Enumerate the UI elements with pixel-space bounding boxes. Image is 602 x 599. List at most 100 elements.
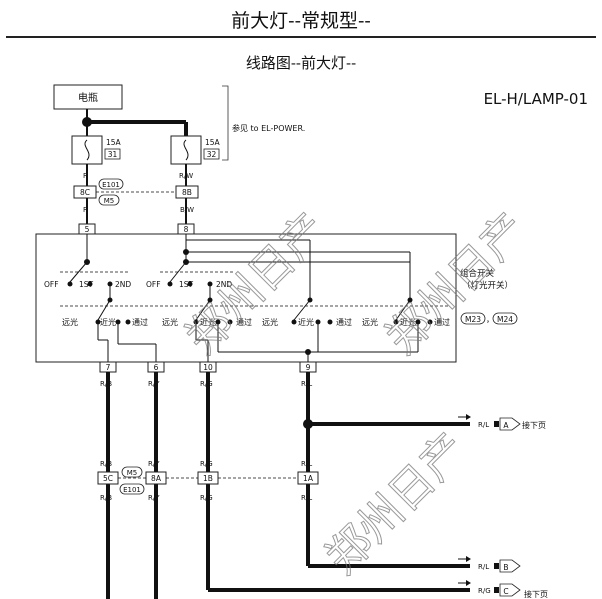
diagram-code: EL-H/LAMP-01 <box>483 90 588 108</box>
wire-label-rl-top: R/L <box>301 380 312 388</box>
wire-label-ry-top: R/Y <box>148 380 160 388</box>
wire-label-rg-top: R/G <box>200 380 213 388</box>
output-a: R/L A 接下页 <box>458 414 546 431</box>
switch-left-1st-contact <box>87 281 93 287</box>
beam4-high-label: 远光 <box>362 317 378 327</box>
switch-right-1st-contact <box>187 281 193 287</box>
output-a-flag <box>499 417 521 431</box>
connector-8a-label: 8A <box>151 474 162 483</box>
watermark-1: 郑州日产 <box>176 203 337 364</box>
wire-label-ry-bottom: R/Y <box>148 494 160 502</box>
output-c: R/G C 接下页 <box>458 580 548 599</box>
beam1-high-label: 远光 <box>62 317 78 327</box>
fuse-32-element <box>183 139 189 161</box>
switch-right-1st-label: 1ST <box>179 280 194 289</box>
wire-label-r-lower: R <box>83 206 88 214</box>
fuse-32-number: 32 <box>207 150 217 159</box>
switch-left-blade <box>69 261 88 283</box>
fuse-32-number-box <box>203 148 220 160</box>
connector-8c-label: 8C <box>80 188 90 197</box>
output-b-arrowhead <box>466 556 471 562</box>
beam-group-3: 远光 近光 通过 <box>262 297 352 327</box>
output-a-wire: R/L <box>478 421 489 429</box>
beam-group-1: 远光 近光 通过 <box>62 297 148 327</box>
wire-label-rl-bottom: R/L <box>301 494 312 502</box>
wire-label-rw-upper: R/W <box>179 172 193 180</box>
output-c-note: 接下页 <box>524 589 548 599</box>
output-b-plug <box>494 563 499 569</box>
fuse-31-element <box>84 139 90 161</box>
wire-label-rl-mid: R/L <box>301 460 312 468</box>
output-a-arrowhead <box>466 414 471 420</box>
connector-e101-lower: E101 <box>123 486 141 494</box>
beam-group-4: 远光 近光 通过 <box>362 297 450 327</box>
diagram-subtitle: 线路图--前大灯-- <box>245 54 357 72</box>
output-a-plug <box>494 421 499 427</box>
output-b-flag <box>499 559 521 573</box>
fuse-31-number: 31 <box>108 150 118 159</box>
wire-label-bw: B/W <box>180 206 194 214</box>
fuse-31-amp: 15A <box>106 138 122 147</box>
beam2-low-label: 近光 <box>200 317 216 327</box>
connector-e101-upper: E101 <box>102 181 120 189</box>
wire-label-ry-mid: R/Y <box>148 460 160 468</box>
beam1-low-label: 近光 <box>100 317 116 327</box>
reference-bracket <box>222 85 229 161</box>
beam2-pass-contact <box>227 319 233 325</box>
connector-e101-lower-badge <box>119 483 145 495</box>
beam4-pass-contact <box>427 319 433 325</box>
connector-1a-label: 1A <box>303 474 314 483</box>
output-c-wire: R/G <box>478 587 491 595</box>
wire-label-rb-top: R/B <box>100 380 112 388</box>
beam1-pass-contact <box>125 319 131 325</box>
beam1-pass-label: 通过 <box>132 317 148 327</box>
wire-label-r-upper: R <box>83 172 88 180</box>
switch-right-off-label: OFF <box>146 280 161 289</box>
pin-9-label: 9 <box>306 363 311 372</box>
output-c-plug <box>494 587 499 593</box>
output-a-letter: A <box>503 421 509 430</box>
switch-left-off-label: OFF <box>44 280 59 289</box>
switch-left-2nd-label: 2ND <box>115 280 131 289</box>
beam2-pass-label: 通过 <box>236 317 252 327</box>
wire-label-rb-bottom: R/B <box>100 494 112 502</box>
pin-6-label: 6 <box>154 363 159 372</box>
connector-m5-lower: M5 <box>127 469 138 477</box>
switch-right-2nd-label: 2ND <box>216 280 232 289</box>
output-c-flag <box>499 583 521 597</box>
connector-m23-badge <box>460 312 486 325</box>
beam3-high-label: 远光 <box>262 317 278 327</box>
connector-m5-upper-badge <box>98 194 120 206</box>
beam3-pass-contact <box>327 319 333 325</box>
beam3-low-label: 近光 <box>298 317 314 327</box>
connector-5c-label: 5C <box>103 474 113 483</box>
connector-1b-label: 1B <box>203 474 213 483</box>
connector-m5-lower-badge <box>121 466 143 478</box>
fuse-32-amp: 15A <box>205 138 221 147</box>
switch-left-1st-label: 1ST <box>79 280 94 289</box>
beam4-low-label: 近光 <box>400 317 416 327</box>
reference-note: 参见 to EL-POWER. <box>232 123 305 133</box>
combo-switch-label-1: 组合开关 <box>460 268 495 279</box>
wire-label-rg-bottom: R/G <box>200 494 213 502</box>
page-title: 前大灯--常规型-- <box>231 10 371 32</box>
wire-label-rb-mid: R/B <box>100 460 112 468</box>
connector-m24-badge <box>492 312 518 325</box>
output-b-letter: B <box>503 563 508 572</box>
beam4-pass-label: 通过 <box>434 317 450 327</box>
combo-switch-label-2: （灯光开关） <box>462 280 513 291</box>
switch-left-off-contact <box>67 281 73 287</box>
output-a-note: 接下页 <box>522 420 546 430</box>
battery-box <box>53 84 123 110</box>
beam1-blade <box>97 299 111 321</box>
title-rule <box>6 36 596 38</box>
output-b-wire: R/L <box>478 563 489 571</box>
output-c-arrowhead <box>466 580 471 586</box>
pin-7-label: 7 <box>106 363 111 372</box>
pin-5-label: 5 <box>85 225 90 234</box>
beam2-blade <box>195 299 211 321</box>
connector-e101-upper-badge <box>98 178 124 190</box>
beam2-high-label: 远光 <box>162 317 178 327</box>
pin-10-label: 10 <box>203 363 213 372</box>
